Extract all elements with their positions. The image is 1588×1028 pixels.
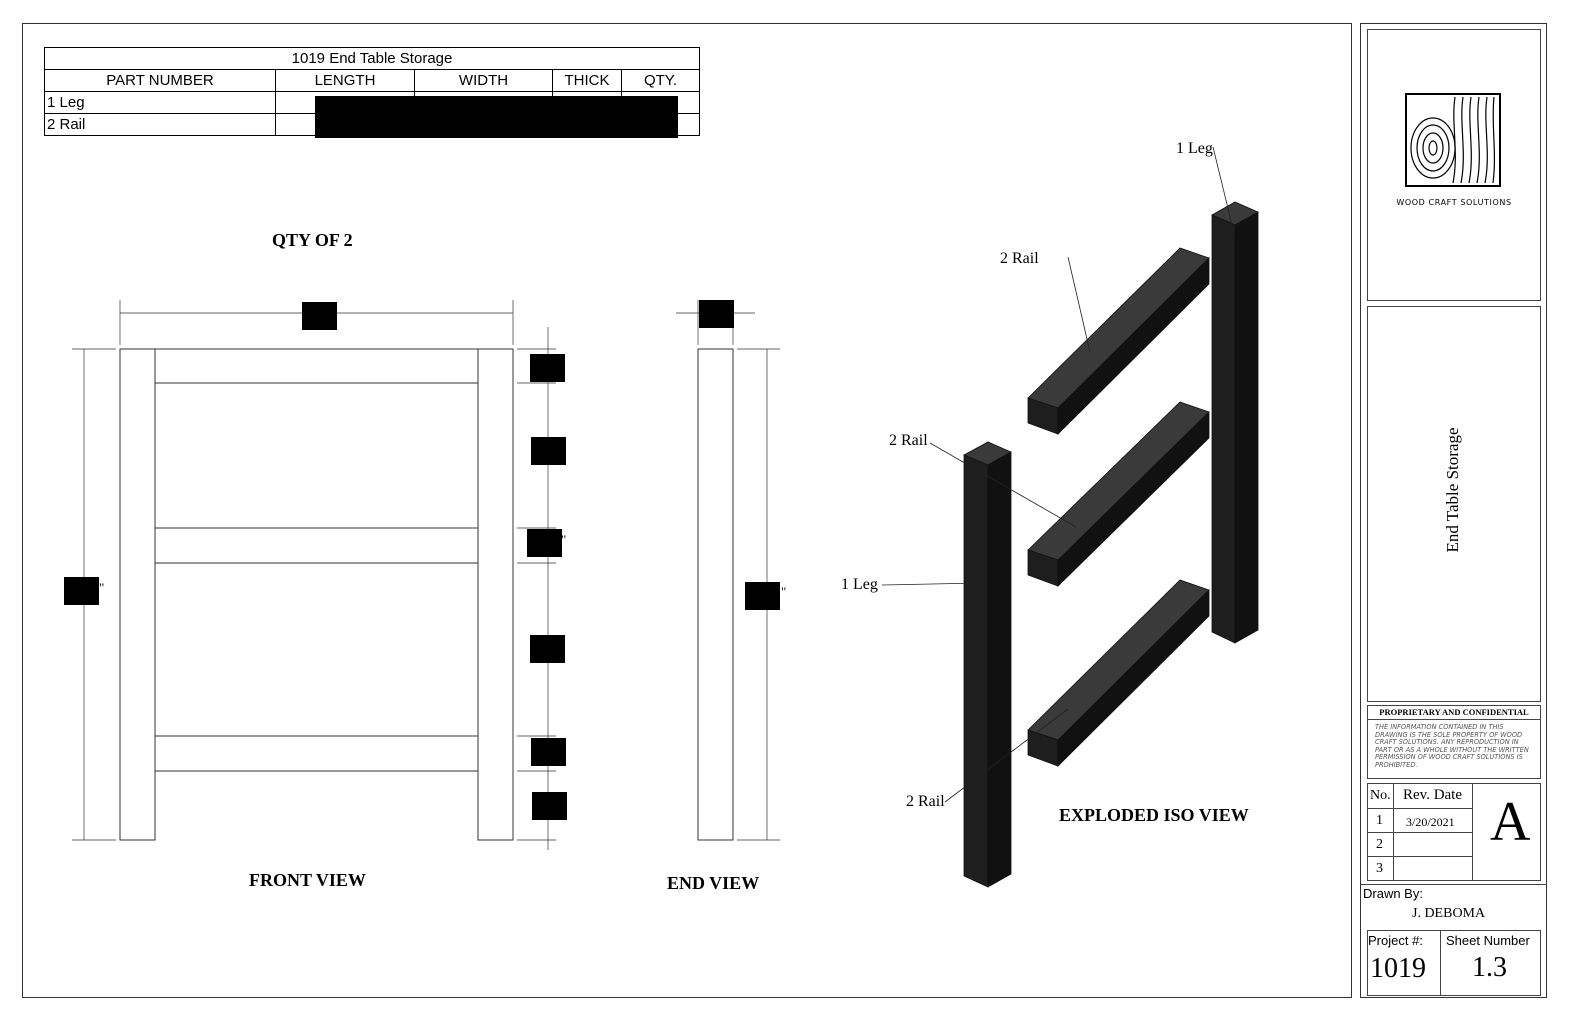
rev-no-header: No.: [1370, 788, 1391, 803]
inch-mark: ": [781, 584, 787, 599]
sheet-label: Sheet Number: [1446, 933, 1530, 948]
rev-row-no: 1: [1376, 813, 1383, 828]
rev-row-no: 2: [1376, 837, 1383, 852]
callout-rail-top: 2 Rail: [1000, 250, 1039, 267]
drawing-title-box: [1367, 306, 1541, 702]
drawing-views: [64, 146, 1259, 888]
wood-logo: [1405, 93, 1501, 187]
confidential-text: THE INFORMATION CONTAINED IN THIS DRAWIN…: [1375, 723, 1529, 769]
drawing-frame: [22, 23, 1352, 998]
project-number: 1019: [1370, 953, 1426, 984]
col-qty: QTY.: [621, 69, 700, 92]
iso-leaders: [881, 146, 1235, 803]
end-view: [676, 300, 780, 841]
callout-leg-left: 1 Leg: [841, 576, 878, 593]
confidential-heading: PROPRIETARY AND CONFIDENTIAL: [1379, 707, 1529, 717]
project-sheet-box: [1367, 930, 1541, 996]
iso-view: [963, 201, 1259, 888]
front-view: [72, 300, 556, 850]
drawing-title: End Table Storage: [1443, 427, 1462, 553]
logo-box: [1367, 29, 1541, 301]
iso-view-label: EXPLODED ISO VIEW: [1059, 805, 1249, 825]
col-thick: THICK: [552, 69, 622, 92]
row-part: 2 Rail: [44, 113, 276, 136]
parts-table-header: PART NUMBER LENGTH WIDTH THICK QTY.: [44, 69, 700, 92]
rev-row-date: 3/20/2021: [1406, 815, 1455, 829]
end-view-redactions: [699, 300, 780, 610]
redacted-dimensions: [315, 96, 678, 138]
rev-date-header: Rev. Date: [1403, 787, 1463, 803]
drawn-by-label: Drawn By:: [1363, 886, 1423, 901]
inch-mark: ": [99, 580, 105, 595]
title-block: [1360, 23, 1547, 998]
sheet-number: 1.3: [1472, 952, 1507, 983]
drawn-by-name: J. DEBOMA: [1412, 906, 1486, 921]
confidential-box: [1367, 705, 1541, 779]
qty-note: QTY OF 2: [272, 230, 353, 250]
col-part-number: PART NUMBER: [44, 69, 276, 92]
end-view-label: END VIEW: [667, 873, 760, 893]
front-view-redactions: [64, 302, 567, 820]
front-view-label: FRONT VIEW: [249, 870, 366, 890]
callout-rail-mid: 2 Rail: [889, 432, 928, 449]
project-label: Project #:: [1368, 933, 1423, 948]
rev-row-no: 3: [1376, 861, 1383, 876]
callout-rail-bottom: 2 Rail: [906, 793, 945, 810]
inch-mark: ": [561, 532, 567, 547]
callout-leg-top: 1 Leg: [1176, 140, 1213, 157]
revision-letter: A: [1490, 791, 1531, 853]
company-name: WOOD CRAFT SOLUTIONS: [1396, 198, 1512, 207]
